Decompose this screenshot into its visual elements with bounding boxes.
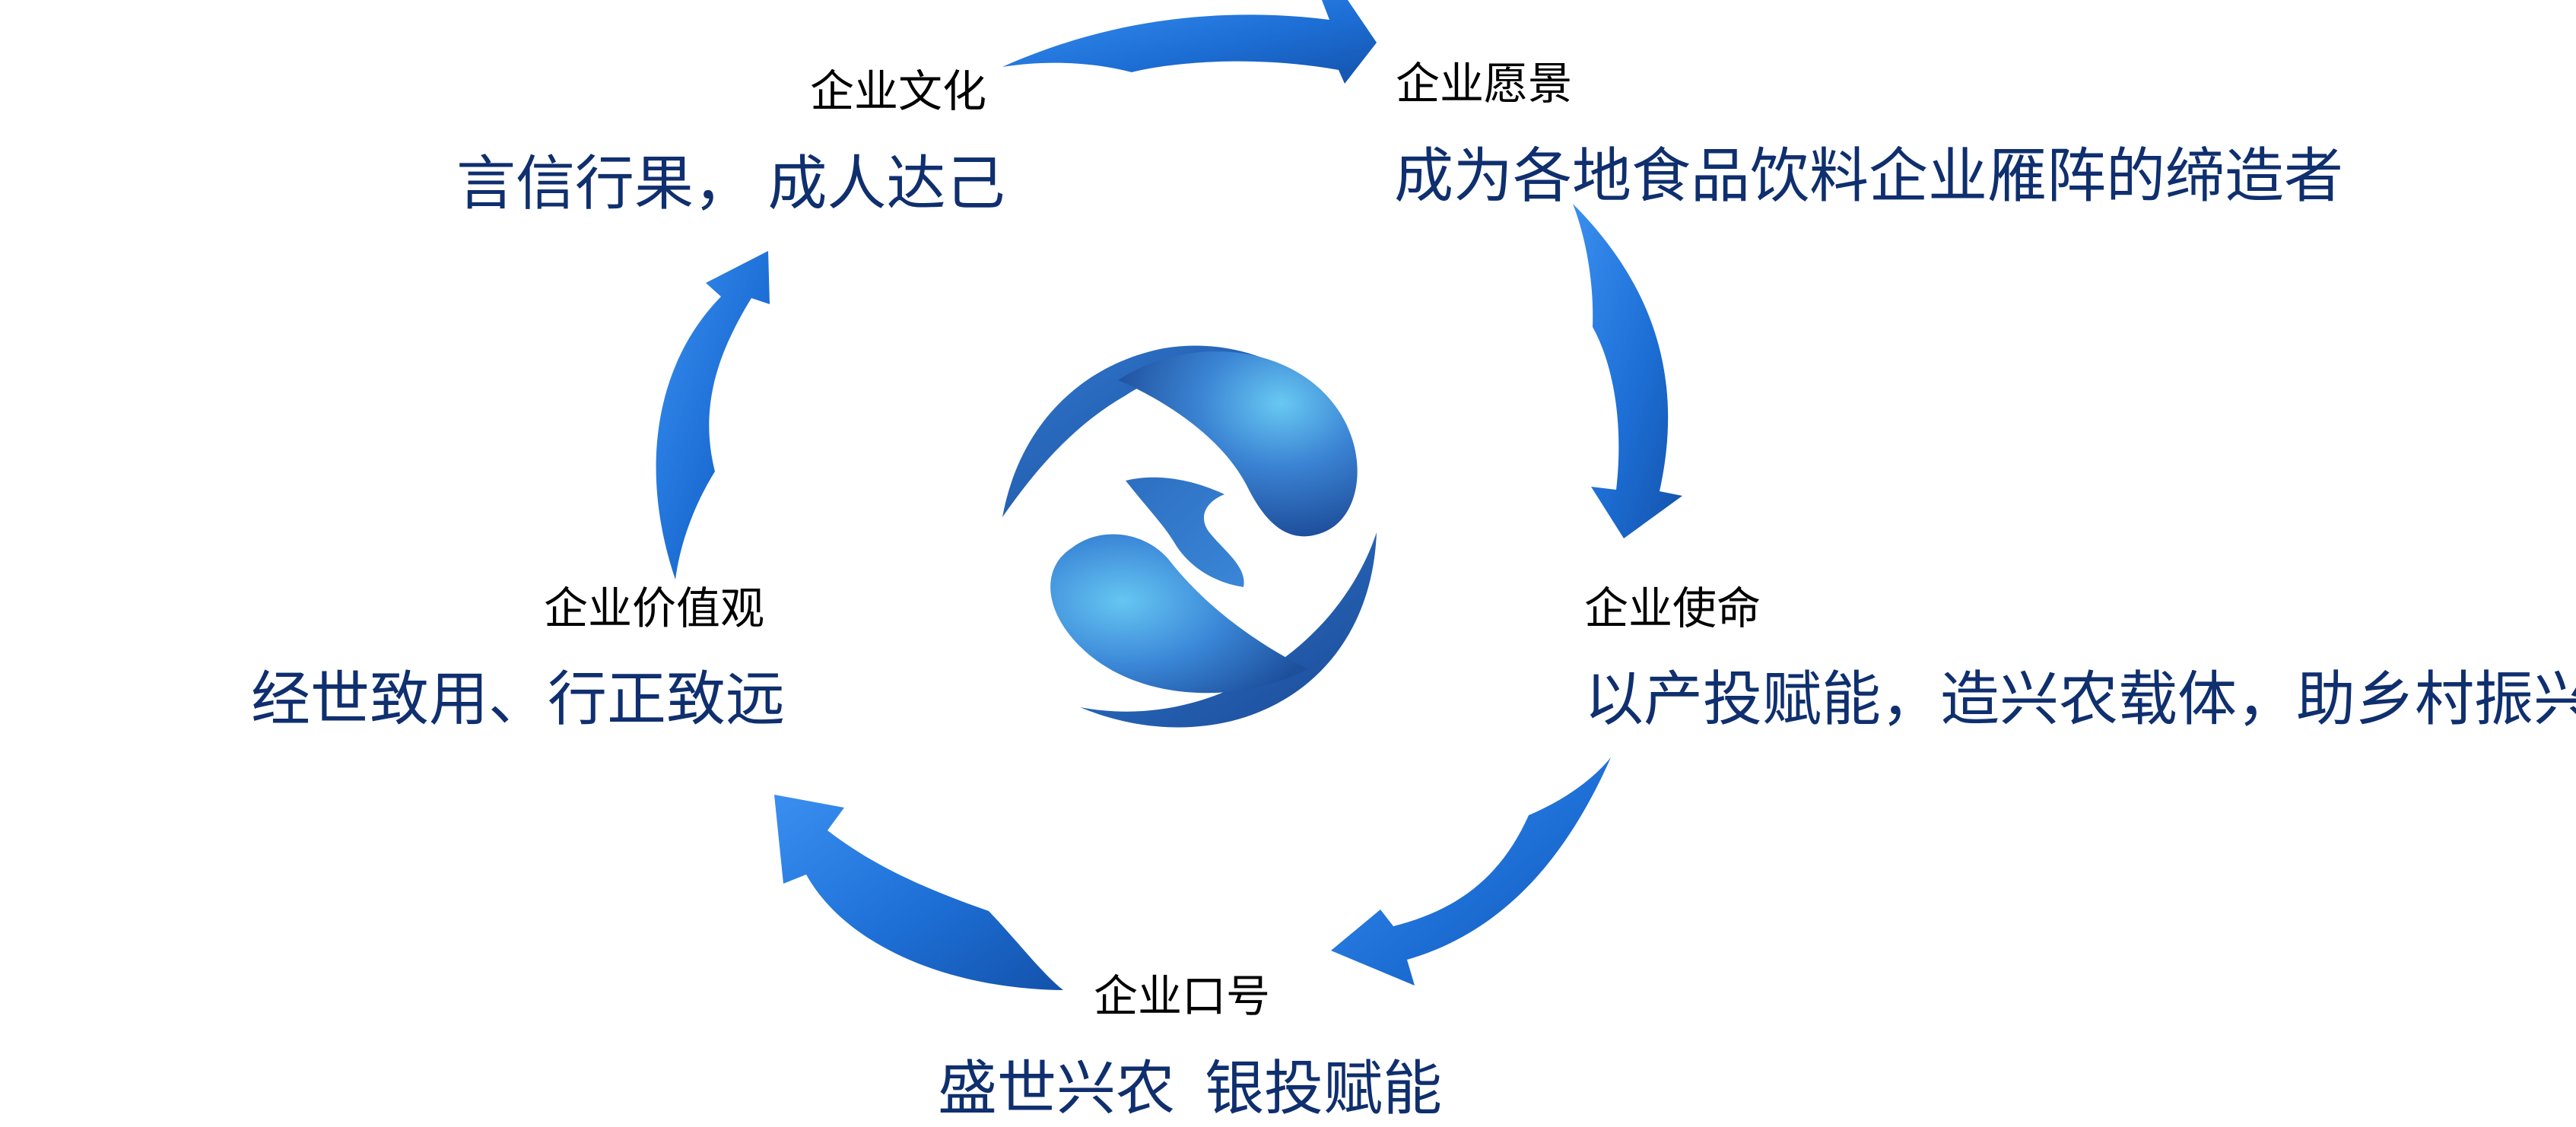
logo-center-bolt — [1126, 477, 1244, 587]
values-title: 企业价值观 — [544, 584, 764, 633]
values-text: 经世致用、行正致远 — [251, 666, 785, 732]
logo-top-drop — [1118, 351, 1358, 537]
logo-bottom-drop — [1050, 534, 1308, 694]
culture-title: 企业文化 — [810, 67, 986, 116]
arrow-values-to-culture — [656, 251, 770, 579]
arrow-vision-to-mission — [1573, 204, 1682, 538]
slogan-text: 盛世兴农 银投赋能 — [938, 1056, 1442, 1122]
logo-bottom-swirl — [1080, 532, 1377, 728]
mission-title: 企业使命 — [1584, 584, 1761, 633]
culture-text: 言信行果， 成人达己 — [456, 151, 1005, 217]
mission-text: 以产投赋能，造兴农载体，助乡村振兴 — [1584, 666, 2576, 732]
arrow-mission-to-slogan — [1331, 757, 1611, 986]
vision-text: 成为各地食品饮料企业雁阵的缔造者 — [1394, 143, 2343, 209]
slogan-title: 企业口号 — [1094, 972, 1270, 1021]
vision-title: 企业愿景 — [1396, 59, 1572, 109]
arrow-slogan-to-values — [774, 795, 1063, 990]
arrow-culture-to-vision — [1002, 0, 1377, 84]
logo — [1002, 345, 1377, 728]
